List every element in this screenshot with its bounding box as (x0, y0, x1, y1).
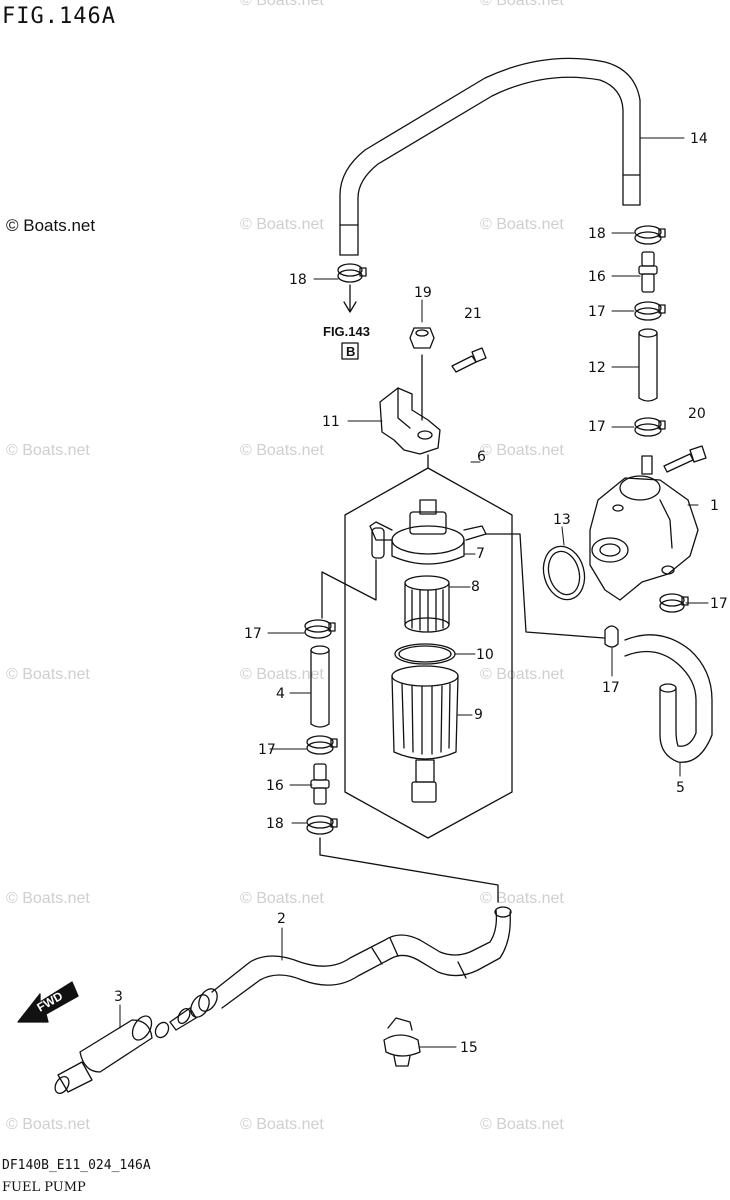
joint-16-left (310, 763, 330, 805)
hose-2-joint (154, 1007, 197, 1039)
leader-lines (119, 137, 709, 1048)
callout-10: 10 (476, 647, 494, 663)
o-ring-10 (394, 643, 456, 665)
hose-clip-18-right (634, 225, 666, 245)
callout-7: 7 (476, 546, 485, 562)
bolt-20 (663, 445, 707, 473)
fig143-reference: FIG.143 (323, 324, 370, 339)
callout-4: 4 (276, 686, 285, 702)
watermark: © Boats.net (240, 1116, 324, 1133)
watermark: © Boats.net (480, 890, 564, 907)
hose-12 (638, 328, 658, 402)
reference-b-box (341, 342, 359, 360)
callout-labels: 1 2 3 4 5 6 7 8 9 10 11 12 13 14 15 16 1… (114, 131, 728, 1056)
hose-clip-18 (337, 263, 367, 283)
watermark: © Boats.net (240, 666, 324, 683)
callout-1: 1 (710, 498, 719, 514)
hose-clip-17-pump (659, 593, 689, 613)
watermark: © Boats.net (480, 442, 564, 459)
callout-18-right: 18 (588, 226, 606, 242)
bolt-21 (451, 347, 487, 373)
callout-17-right-b: 17 (588, 419, 606, 435)
hose-2 (211, 906, 512, 1009)
reference-letter: B (346, 344, 355, 359)
joint-16-right (638, 251, 658, 293)
callout-18-top-left: 18 (289, 272, 307, 288)
watermark: © Boats.net (240, 890, 324, 907)
nut-19 (409, 327, 435, 349)
hose-4 (310, 645, 330, 728)
callout-5: 5 (676, 780, 685, 796)
callout-17-left-a: 17 (244, 626, 262, 642)
part-3 (54, 1015, 153, 1095)
hose-clip-17-left-b (306, 735, 338, 755)
watermark: © Boats.net (480, 666, 564, 683)
watermark: © Boats.net (240, 0, 324, 9)
callout-8: 8 (471, 579, 480, 595)
watermark: © Boats.net (480, 216, 564, 233)
copyright-notice: © Boats.net (6, 216, 96, 235)
callout-13: 13 (553, 512, 571, 528)
figure-title: FIG.146A (2, 4, 116, 29)
callout-17-left-b: 17 (258, 742, 276, 758)
callout-17-pump: 17 (710, 596, 728, 612)
watermark: © Boats.net (6, 442, 90, 459)
fuel-pump-1 (589, 455, 699, 601)
callout-20: 20 (688, 406, 706, 422)
hose-clip-18-left (306, 815, 338, 835)
filter-element-8 (404, 575, 450, 633)
clamp-15 (383, 1017, 421, 1067)
callout-3: 3 (114, 989, 123, 1005)
hose-clip-2 (190, 988, 218, 1018)
arrow-head (343, 301, 357, 313)
filter-assembly-6-outline (344, 454, 513, 839)
callout-2: 2 (277, 911, 286, 927)
callout-18-left: 18 (266, 816, 284, 832)
bracket-11 (379, 387, 441, 455)
callout-6: 6 (477, 449, 486, 465)
hose-5 (624, 634, 713, 763)
callout-11: 11 (322, 414, 340, 430)
callout-9: 9 (474, 707, 483, 723)
callout-12: 12 (588, 360, 606, 376)
filter-head-7 (369, 499, 487, 565)
watermark: © Boats.net (480, 1116, 564, 1133)
watermark: © Boats.net (240, 442, 324, 459)
callout-16-left: 16 (266, 778, 284, 794)
o-ring-13 (542, 545, 586, 601)
watermark: © Boats.net (6, 890, 90, 907)
fwd-arrow (17, 981, 79, 1023)
hose-14 (339, 57, 641, 256)
callout-16-right: 16 (588, 269, 606, 285)
watermark: © Boats.net (480, 0, 564, 9)
watermark: © Boats.net (6, 666, 90, 683)
watermark: © Boats.net (240, 216, 324, 233)
hose-clip-17-right-b (634, 417, 666, 437)
callout-19: 19 (414, 285, 432, 301)
watermark: © Boats.net (6, 1116, 90, 1133)
connection-lines (319, 533, 605, 903)
hose-clip-17-left-a (304, 619, 336, 639)
filter-cup-9 (391, 665, 459, 803)
callout-17-right-a: 17 (588, 304, 606, 320)
callout-15: 15 (460, 1040, 478, 1056)
callout-21: 21 (464, 306, 482, 322)
drawing-name: FUEL PUMP (2, 1180, 86, 1195)
drawing-code: DF140B_E11_024_146A (2, 1158, 151, 1173)
callout-17-hose5: 17 (602, 680, 620, 696)
callout-14: 14 (690, 131, 708, 147)
hose-clip-17-right-a (634, 301, 666, 321)
hose-clip-17-hose5 (604, 625, 619, 648)
